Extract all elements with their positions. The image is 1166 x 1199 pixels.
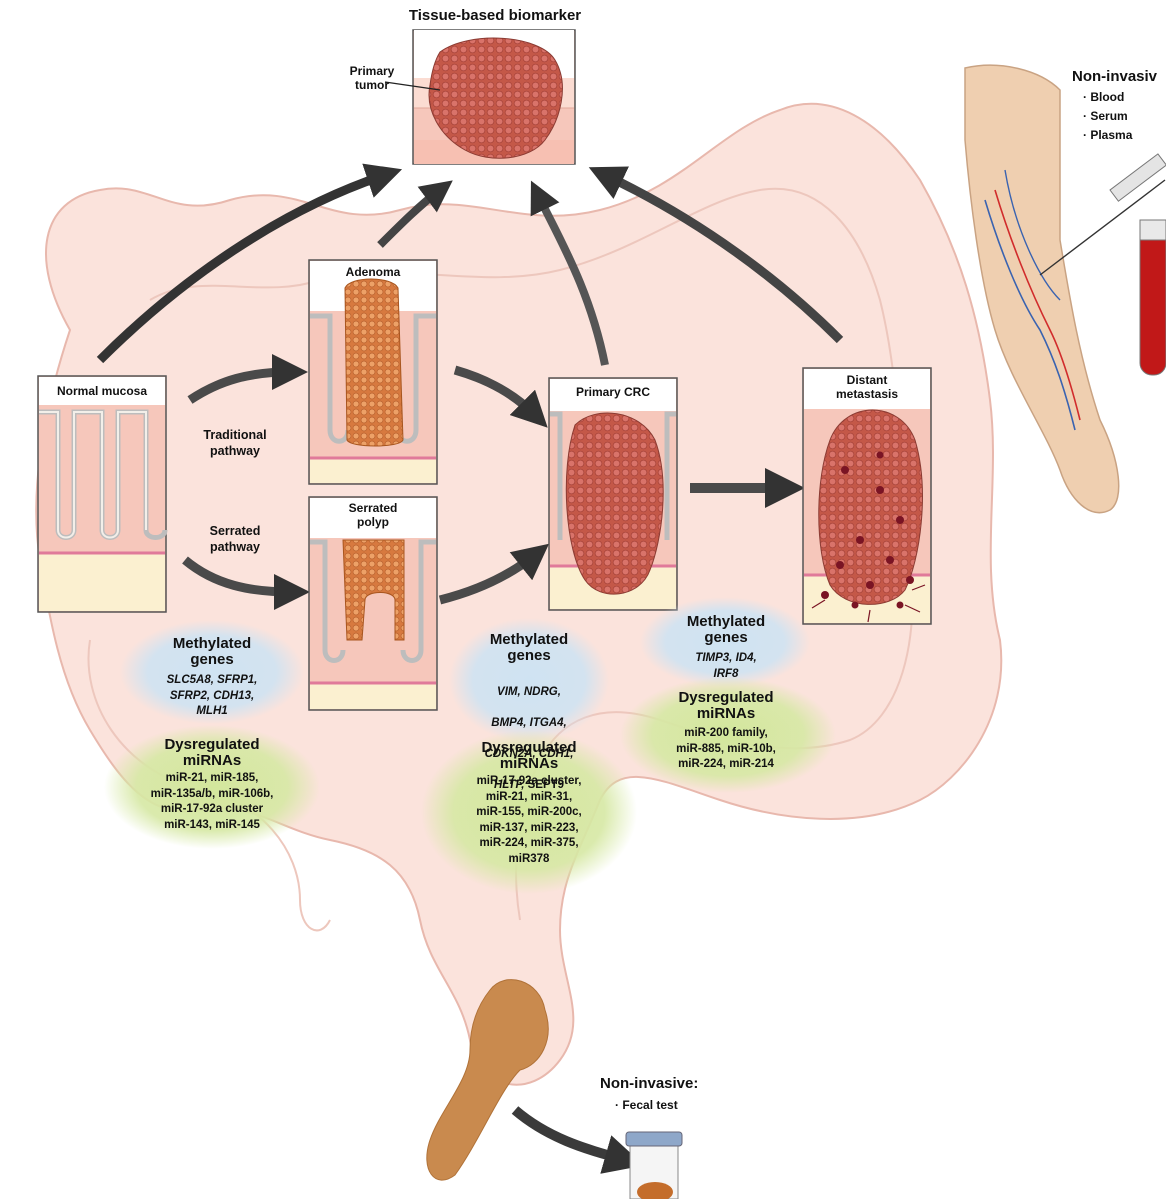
primary-crc-panel [549, 378, 677, 610]
panel-title-primary-crc: Primary CRC [549, 385, 677, 399]
tissue-biomarker-title: Tissue-based biomarker [370, 7, 620, 25]
blood-item-plasma: · Plasma [1083, 126, 1163, 145]
blood-item-serum: · Serum [1083, 107, 1163, 126]
group1-genes: SLC5A8, SFRP1, SFRP2, CDH13, MLH1 [132, 673, 292, 720]
group1-mirna-title: Dysregulated miRNAs [122, 737, 302, 769]
metastasis-tumor-mass [819, 410, 923, 604]
normal-mucosa-panel [38, 376, 166, 612]
crc-tumor-mass [566, 413, 663, 594]
distant-metastasis-panel [803, 368, 931, 624]
adenoma-growth [345, 279, 403, 446]
group1-methylated-title: Methylated genes [132, 636, 292, 668]
blood-section-title: Non-invasiv [1072, 68, 1166, 86]
panel-title-normal-mucosa: Normal mucosa [38, 384, 166, 398]
traditional-pathway-label: Traditional pathway [180, 427, 290, 460]
primary-tumor-label: Primary tumor [337, 64, 407, 93]
group3-methylated-title: Methylated genes [646, 614, 806, 646]
group2-methylated-title: Methylated genes [449, 632, 609, 664]
tissue-biomarker-panel [385, 30, 575, 164]
group3-genes: TIMP3, ID4, IRF8 [646, 651, 806, 682]
group2-mirnas: miR-17-92a cluster, miR-21, miR-31, miR-… [429, 774, 629, 867]
blood-tube [1140, 225, 1166, 375]
group3-mirnas: miR-200 family, miR-885, miR-10b, miR-22… [626, 726, 826, 773]
serrated-pathway-label: Serrated pathway [180, 523, 290, 556]
adenoma-panel [309, 260, 437, 484]
fecal-section-title: Non-invasive: [600, 1075, 730, 1093]
group2-mirna-title: Dysregulated miRNAs [439, 740, 619, 772]
panel-title-distant-metastasis: Distant metastasis [803, 373, 931, 402]
panel-title-adenoma: Adenoma [309, 265, 437, 279]
group3-mirna-title: Dysregulated miRNAs [636, 690, 816, 722]
blood-item-blood: · Blood [1083, 88, 1163, 107]
fecal-item-fecal-test: · Fecal test [615, 1096, 735, 1115]
panel-title-serrated-polyp: Serrated polyp [309, 501, 437, 530]
syringe-body [1110, 154, 1166, 201]
group1-mirnas: miR-21, miR-185, miR-135a/b, miR-106b, m… [112, 771, 312, 833]
